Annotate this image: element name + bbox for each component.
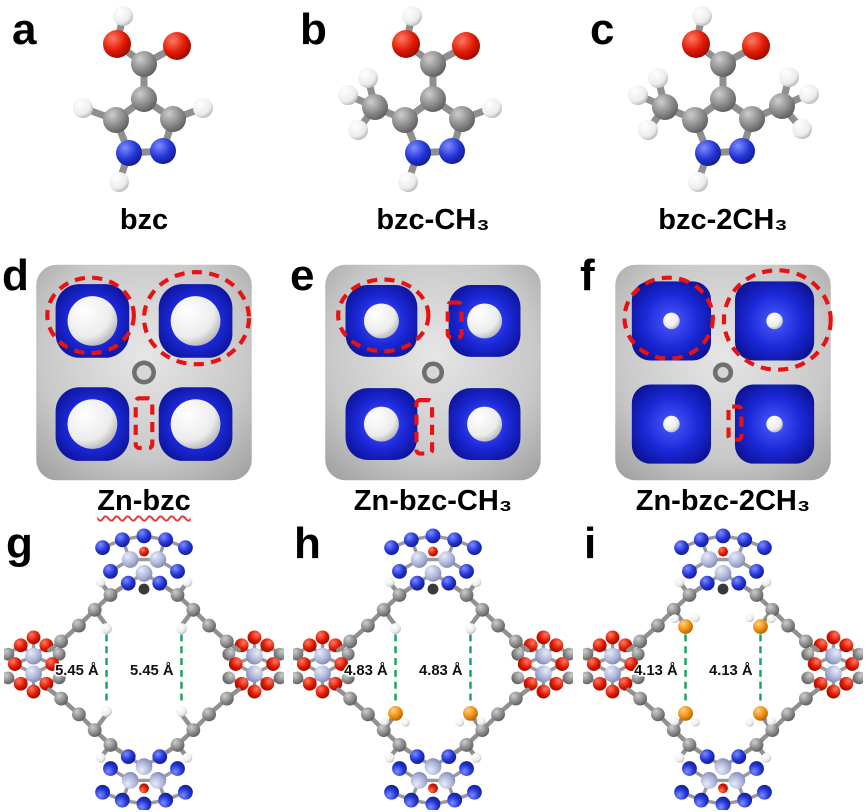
- methyl-carbon-atoms: [380, 705, 486, 727]
- row-frameworks: g 5.45 Å 5.45 Å h: [0, 518, 868, 812]
- panel-letter-c: c: [590, 5, 615, 54]
- panel-g: g 5.45 Å 5.45 Å: [0, 518, 288, 812]
- red-dashed-annotations: [336, 277, 464, 456]
- red-dashed-annotations: [622, 268, 833, 442]
- caption-zn-bzc: Zn-bzc: [97, 485, 191, 517]
- distance-label-right: 4.13 Å: [709, 662, 753, 679]
- panel-h: h 4.83 Å 4.8: [288, 518, 578, 812]
- molecule-bzc-model: [73, 6, 213, 192]
- methyl-carbon-atoms: [670, 613, 776, 727]
- distance-label-right: 5.45 Å: [130, 662, 174, 679]
- panel-letter-a: a: [12, 5, 37, 54]
- distance-label-left: 4.83 Å: [344, 662, 388, 679]
- panel-d: d Zn-bzc: [0, 250, 288, 518]
- panel-letter-e: e: [290, 251, 315, 300]
- atoms: [73, 6, 213, 192]
- caption-zn-bzc-2ch3: Zn-bzc-2CH₃: [635, 485, 811, 517]
- caption-bzc-2ch3: bzc-2CH₃: [658, 204, 788, 236]
- row-surfaces: d Zn-bzc e: [0, 250, 868, 518]
- pore-hydrogen-atoms: [390, 623, 476, 634]
- pore-openings: [345, 285, 521, 460]
- pore-openings: [55, 284, 233, 461]
- red-dashed-annotations: [45, 270, 252, 451]
- atoms: [628, 6, 819, 192]
- panel-f: f Zn-bzc-2CH₃: [578, 250, 868, 518]
- panel-b: b: [288, 0, 578, 250]
- row-molecules: a bzc: [0, 0, 868, 250]
- caption-zn-bzc-ch3: Zn-bzc-CH₃: [353, 485, 513, 517]
- distance-label-left: 5.45 Å: [55, 662, 99, 679]
- panel-letter-g: g: [6, 519, 33, 568]
- pore-openings: [631, 281, 815, 464]
- panel-e: e Zn-bzc-CH₃: [288, 250, 578, 518]
- distance-label-left: 4.13 Å: [634, 662, 678, 679]
- panel-letter-h: h: [294, 519, 321, 568]
- panel-letter-d: d: [2, 251, 29, 300]
- panel-i: i 4.13 Å: [578, 518, 868, 812]
- framework-zn-bzc-ch3: 4.83 Å 4.83 Å: [293, 526, 573, 810]
- panel-letter-b: b: [300, 5, 327, 54]
- framework-zn-bzc-2ch3: 4.13 Å 4.13 Å: [583, 526, 863, 810]
- molecule-bzc-2ch3-model: [628, 6, 819, 192]
- panel-c: c: [578, 0, 868, 250]
- panel-a: a bzc: [0, 0, 288, 250]
- framework-zn-bzc: 5.45 Å 5.45 Å: [4, 526, 284, 810]
- caption-bzc-ch3: bzc-CH₃: [376, 204, 490, 236]
- pore-surface-zn-bzc-ch3: [325, 264, 541, 481]
- atoms: [338, 6, 502, 192]
- caption-bzc: bzc: [119, 204, 169, 236]
- pore-surface-zn-bzc-2ch3: [615, 264, 833, 481]
- panel-letter-i: i: [584, 519, 597, 568]
- pore-surface-zn-bzc: [36, 264, 252, 481]
- molecule-bzc-ch3-model: [338, 6, 502, 192]
- panel-letter-f: f: [580, 251, 595, 300]
- pore-hydrogen-atoms: [101, 623, 187, 717]
- distance-label-right: 4.83 Å: [419, 662, 463, 679]
